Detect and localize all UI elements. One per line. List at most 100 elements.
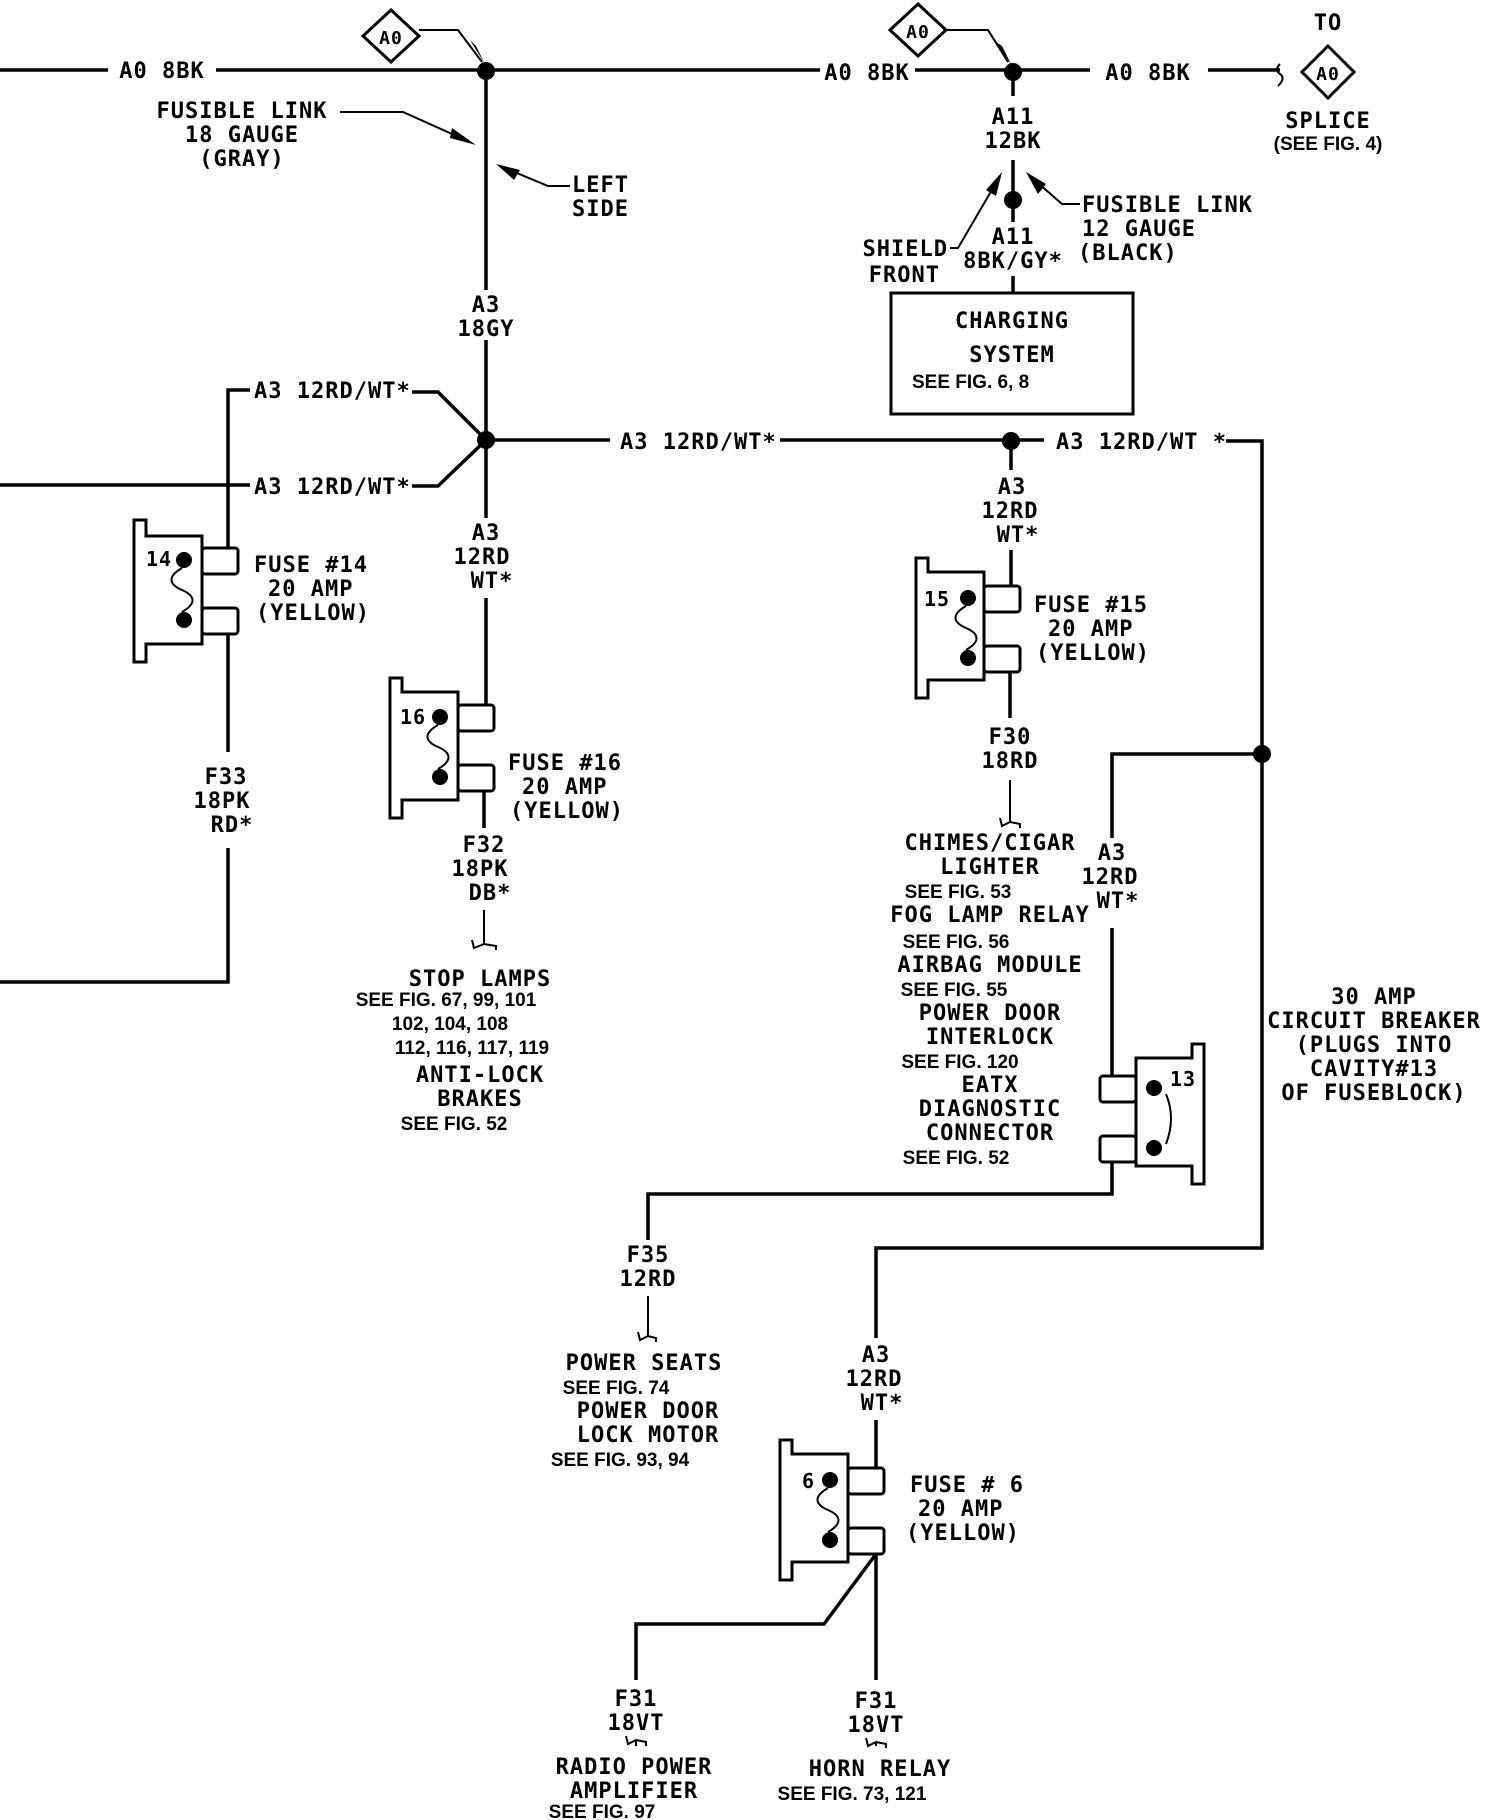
destination-name: CONNECTOR [926, 1121, 1054, 1146]
fuse-6: 6 FUSE # 6 20 AMP (YELLOW) [778, 1438, 1024, 1582]
destination-name: POWER SEATS [566, 1351, 723, 1376]
wire-label: F33 [205, 765, 248, 790]
callout-text: SHIELD [863, 237, 948, 262]
breaker-blade [1098, 1134, 1138, 1164]
fuse-blade [200, 546, 240, 576]
wire-label-a0-right: A0 8BK [1105, 61, 1190, 86]
component-name: CHARGING [955, 309, 1069, 334]
wire-label: F31 [855, 1689, 898, 1714]
terminal-dot [176, 552, 192, 568]
fusible-link-dot [1004, 191, 1022, 209]
fusible-link-right-callout: FUSIBLE LINK 12 GAUGE (BLACK) [1026, 172, 1252, 266]
leader-line [340, 111, 471, 143]
callout-text: FRONT [869, 263, 940, 288]
destination-ref: SEE FIG. 67, 99, 101 [356, 990, 537, 1011]
left-side-callout: LEFT SIDE [496, 164, 629, 222]
wire-label: 12RD [982, 499, 1039, 524]
fuse-blade [982, 584, 1022, 614]
wire-f31-left [634, 1552, 878, 1680]
fuse-label: 20 AMP [1048, 617, 1133, 642]
connector-break-icon [625, 1735, 647, 1746]
destination-ref: SEE FIG. 74 [563, 1378, 670, 1399]
fuse-blade [456, 763, 496, 793]
charging-system-box: CHARGING SYSTEM SEE FIG. 6, 8 [889, 291, 1135, 416]
wire-label: 18RD [982, 749, 1039, 774]
wire-label: A11 [992, 225, 1035, 250]
terminal-dot [176, 612, 192, 628]
wire-label: 12RD [1082, 865, 1139, 890]
wire-label: 18PK [194, 789, 251, 814]
leader-line [950, 175, 1001, 249]
fuse-label: FUSE #15 [1034, 593, 1148, 618]
wire-label: A3 [998, 475, 1027, 500]
a0-bus: A0 8BK A0 8BK A0 8BK [0, 59, 1284, 87]
destination-name: POWER DOOR [577, 1399, 719, 1424]
terminal-dot [822, 1472, 838, 1488]
fuse-16: 16 FUSE #16 20 AMP (YELLOW) [388, 676, 623, 824]
breaker-label: CAVITY#13 [1310, 1057, 1438, 1082]
fuse-label: 20 AMP [918, 1497, 1003, 1522]
arrow-head-icon [450, 128, 476, 145]
wire-label: 12BK [985, 129, 1042, 154]
fuse-element-icon [816, 1487, 840, 1533]
destination-name: EATX [962, 1073, 1019, 1098]
wire-label: 8BK/GY* [963, 249, 1063, 274]
fuse-label: 20 AMP [522, 775, 607, 800]
wire-label: A3 [1098, 841, 1127, 866]
wire-a3-right-trunk [874, 439, 1264, 1338]
destination-name: AMPLIFIER [570, 1779, 698, 1804]
connector-break-icon [999, 817, 1021, 828]
f35-destinations: POWER SEATS SEE FIG. 74 POWER DOOR LOCK … [551, 1351, 723, 1471]
wire-f35 [646, 1162, 1114, 1240]
destination-ref: 112, 116, 117, 119 [395, 1038, 549, 1059]
wire-label: F30 [989, 725, 1032, 750]
destination-ref: SEE FIG. 53 [905, 882, 1012, 903]
wire-label: WT* [1097, 889, 1140, 914]
callout-text: SIDE [572, 197, 629, 222]
destination-ref: SEE FIG. 56 [903, 932, 1010, 953]
wire-f33 [0, 848, 230, 984]
splice-id: A0 [906, 22, 930, 43]
splice-ref: (SEE FIG. 4) [1274, 134, 1383, 155]
component-ref: SEE FIG. 6, 8 [912, 372, 1029, 393]
wire-label: WT* [471, 569, 514, 594]
wire-label: WT* [861, 1391, 904, 1416]
fuse-label: FUSE #14 [254, 553, 368, 578]
wire-segment [226, 388, 250, 393]
circuit-breaker-13: 13 [1098, 1042, 1206, 1186]
breaker-blade [1098, 1074, 1138, 1104]
component-box [889, 291, 1135, 416]
fuse-body [914, 556, 986, 700]
callout-text: 18 GAUGE [185, 123, 299, 148]
wire-label-a3-main: A3 12RD/WT* [620, 430, 777, 455]
terminal-dot [1146, 1080, 1162, 1096]
fuse-label: FUSE # 6 [910, 1473, 1024, 1498]
destination-ref: SEE FIG. 52 [401, 1114, 508, 1135]
destination-name: INTERLOCK [926, 1025, 1054, 1050]
callout-text: LEFT [572, 173, 629, 198]
destination-name: LOCK MOTOR [577, 1423, 719, 1448]
breaker-label: (PLUGS INTO [1296, 1033, 1453, 1058]
destination-name: HORN RELAY [809, 1757, 951, 1782]
radio-amp-destination: RADIO POWER AMPLIFIER SEE FIG. 97 [549, 1755, 712, 1820]
fuse-blade [846, 1466, 886, 1496]
wire-label-a3-right: A3 12RD/WT * [1056, 430, 1227, 455]
wire-label: RD* [211, 813, 254, 838]
fuse-number: 14 [146, 547, 172, 571]
fuse-blade [456, 703, 496, 733]
callout-text: FUSIBLE LINK [157, 99, 328, 124]
wire-label-a3-lower: A3 12RD/WT* [254, 475, 411, 500]
wire-label: A11 [992, 105, 1035, 130]
wire-label: F35 [627, 1243, 670, 1268]
to-label: TO [1314, 11, 1343, 36]
destination-ref: SEE FIG. 55 [901, 980, 1008, 1001]
splice-name: SPLICE [1285, 109, 1370, 134]
breaker-label: 30 AMP [1331, 985, 1416, 1010]
arrow-head-icon [1026, 172, 1046, 194]
stop-lamps-destination: STOP LAMPS SEE FIG. 67, 99, 101 102, 104… [356, 967, 551, 1135]
destination-ref: SEE FIG. 120 [901, 1052, 1018, 1073]
arrow-head-icon [470, 40, 485, 64]
diamond-icon [887, 1, 949, 59]
circuit-breaker-label: 30 AMP CIRCUIT BREAKER (PLUGS INTO CAVIT… [1267, 985, 1480, 1106]
fuse-blade [982, 644, 1022, 674]
